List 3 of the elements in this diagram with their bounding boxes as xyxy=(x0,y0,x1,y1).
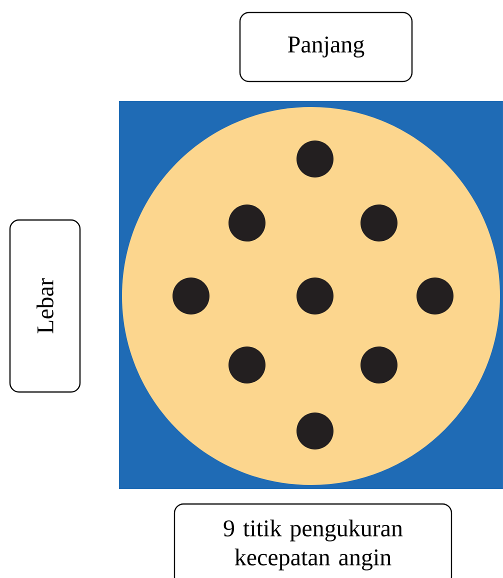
label-box: 9 titik pengukuran kecepatan angin xyxy=(174,503,452,578)
label-box: Lebar xyxy=(9,219,81,393)
label-box: Panjang xyxy=(239,12,413,82)
